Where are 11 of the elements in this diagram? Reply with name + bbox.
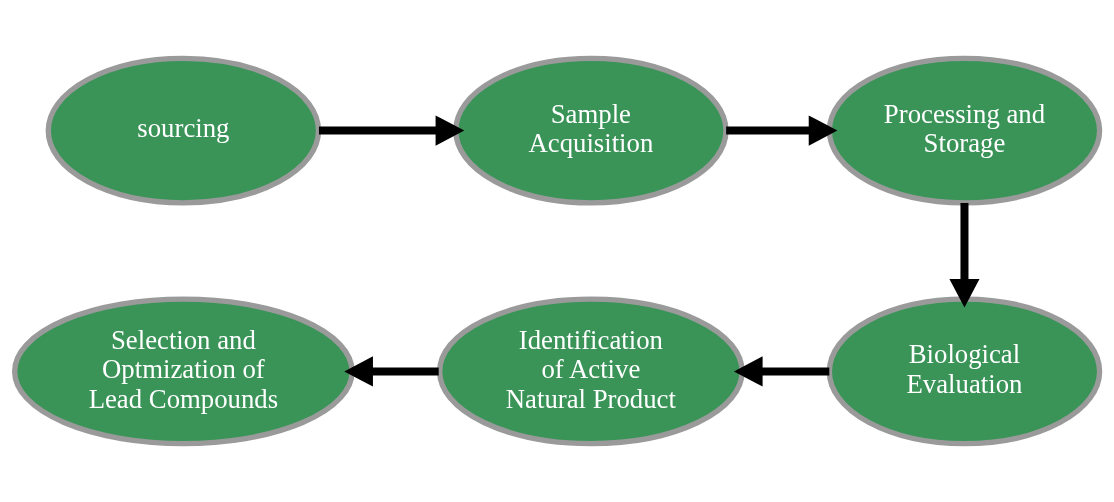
node-ellipse: Processing and Storage (826, 55, 1103, 206)
node-ellipse: Identification of Active Natural Product (436, 296, 745, 447)
arrow (318, 115, 465, 146)
arrow (733, 356, 830, 387)
node-ellipse: sourcing (45, 55, 322, 206)
arrow (344, 356, 439, 387)
arrow (949, 202, 980, 308)
node-ellipse: Sample Acquisition (453, 55, 729, 206)
node-ellipse: Biological Evaluation (826, 296, 1103, 447)
arrow (726, 115, 838, 146)
node-ellipse: Selection and Optmization of Lead Compounds (12, 296, 355, 447)
